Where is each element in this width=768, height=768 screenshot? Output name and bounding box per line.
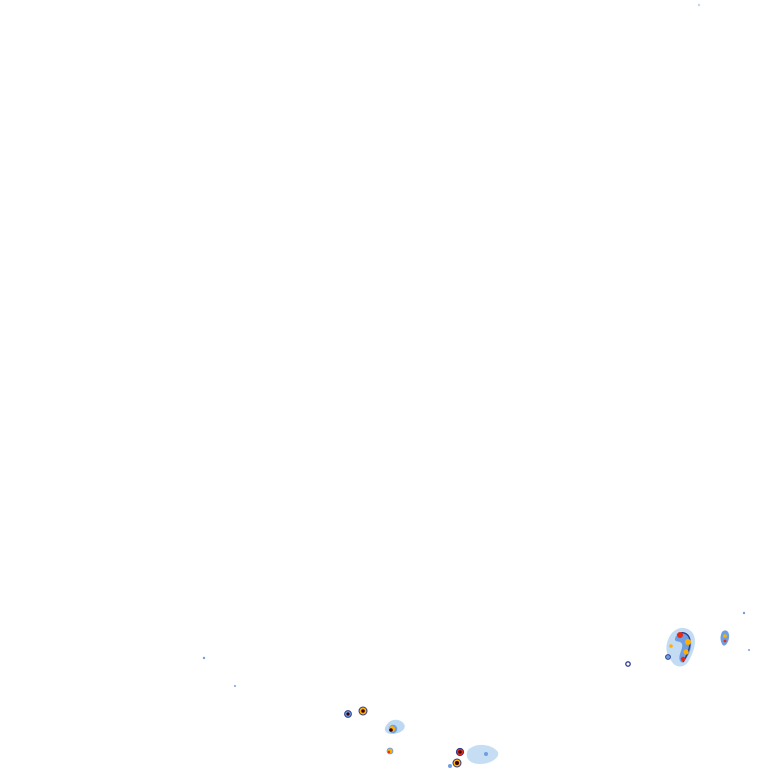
echo-light bbox=[720, 630, 730, 646]
echo-core bbox=[389, 728, 393, 732]
storm-cell-east bbox=[665, 627, 695, 667]
speck bbox=[742, 611, 746, 615]
echo-warm bbox=[723, 634, 727, 638]
storm-cell-south-5 bbox=[448, 744, 499, 768]
echo-core bbox=[455, 761, 459, 765]
echo-core bbox=[346, 712, 350, 716]
speck bbox=[748, 649, 750, 651]
speck bbox=[202, 656, 206, 660]
echo-light bbox=[466, 744, 499, 764]
echo-hot bbox=[723, 639, 727, 643]
storm-cell-south-4 bbox=[386, 747, 394, 755]
echo-hot bbox=[680, 656, 686, 662]
speck bbox=[625, 661, 631, 667]
storm-cell-far-east bbox=[720, 630, 730, 646]
echo-mid bbox=[484, 752, 488, 756]
echo-small bbox=[665, 654, 671, 660]
echo-hot bbox=[677, 632, 683, 638]
echo-core bbox=[458, 750, 462, 754]
light-echo-specks bbox=[202, 3, 750, 687]
echo-hot bbox=[387, 750, 391, 754]
echo-warm bbox=[683, 649, 689, 655]
echo-mid bbox=[448, 764, 452, 768]
echo-core bbox=[361, 709, 365, 713]
echo-small bbox=[669, 644, 673, 648]
storm-cell-south-2 bbox=[358, 706, 368, 716]
speck bbox=[234, 685, 236, 687]
speck bbox=[697, 3, 701, 7]
echo-warm bbox=[685, 639, 691, 645]
storm-cell-south-3 bbox=[384, 719, 405, 734]
storm-cell-south-1 bbox=[344, 710, 352, 718]
